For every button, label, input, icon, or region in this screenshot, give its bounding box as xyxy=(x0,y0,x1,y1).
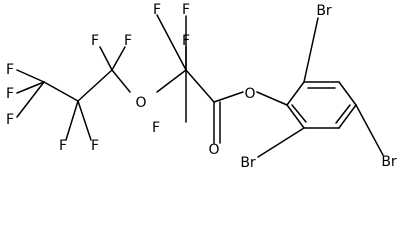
atom-label-F6: F xyxy=(6,62,14,78)
bond-line-10 xyxy=(77,69,113,102)
bond-line-12 xyxy=(77,100,92,141)
bond-line-24 xyxy=(338,104,357,129)
atom-label-F9: F xyxy=(59,138,67,154)
atom-label-F7: F xyxy=(6,86,14,102)
bond-line-32 xyxy=(355,104,384,156)
bond-line-20 xyxy=(256,91,288,106)
bond-line-1 xyxy=(156,14,187,71)
atom-label-F2: F xyxy=(182,2,190,18)
bond-line-16 xyxy=(16,81,45,118)
bond-line-11 xyxy=(65,100,79,141)
bond-line-31 xyxy=(257,127,305,158)
bond-line-30 xyxy=(303,17,319,83)
bond-line-15 xyxy=(16,81,45,94)
atom-label-F4: F xyxy=(91,33,99,49)
bond-line-19 xyxy=(213,91,244,103)
molecule-structure: F F F F F F F F F F F O O O Br Br Br xyxy=(6,2,397,171)
bond-line-13 xyxy=(43,81,79,102)
bond-line-21 xyxy=(286,81,305,106)
bond-line-9 xyxy=(111,46,126,71)
bond-line-6 xyxy=(185,69,215,103)
bond-line-23 xyxy=(338,81,357,106)
bond-line-28 xyxy=(335,104,351,124)
atom-label-F5: F xyxy=(124,33,132,49)
atom-label-F10: F xyxy=(91,138,99,154)
bond-line-26 xyxy=(286,104,305,129)
bond-line-14 xyxy=(16,69,45,83)
atom-label-O1: O xyxy=(135,95,146,111)
atom-label-O2: O xyxy=(208,142,219,158)
atom-label-F11: F xyxy=(152,120,160,136)
atom-label-layer: F F F F F F F F F F F O O O Br Br Br xyxy=(6,2,397,171)
atom-label-F1: F xyxy=(153,2,161,18)
bond-layer xyxy=(16,14,384,158)
atom-label-O3: O xyxy=(244,86,255,102)
bond-line-5 xyxy=(156,69,187,93)
atom-label-Br3: Br xyxy=(381,154,397,170)
atom-label-Br1: Br xyxy=(316,3,332,19)
bond-line-7 xyxy=(111,69,131,93)
bond-line-29 xyxy=(291,104,307,123)
atom-label-Br2: Br xyxy=(240,155,256,171)
atom-label-F3: F xyxy=(182,33,190,49)
atom-label-F8: F xyxy=(6,112,14,128)
bond-line-8 xyxy=(99,46,113,71)
